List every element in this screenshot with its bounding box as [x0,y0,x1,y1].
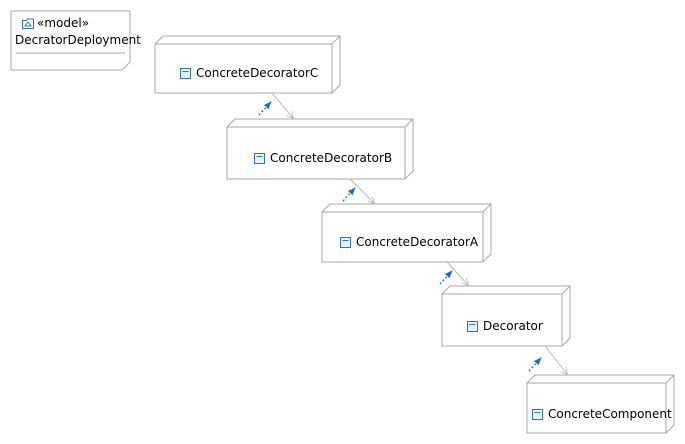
dependency-decorator-component[interactable] [528,357,542,372]
connector-c-to-b[interactable] [271,92,293,118]
node-concrete-component[interactable] [526,374,675,434]
dependency-markers [258,101,542,372]
artifact-icon [467,320,478,332]
node-concrete-decorator-c[interactable] [154,35,341,94]
node-concrete-decorator-b[interactable] [226,118,414,180]
node-label-concrete-decorator-a: ConcreteDecoratorA [340,235,478,249]
model-frame[interactable] [10,10,131,71]
node-concrete-decorator-a[interactable] [321,203,492,263]
model-stereotype: «model» [37,16,90,30]
artifact-icon [532,408,543,420]
model-package-icon [22,18,34,32]
model-name: DecratorDeployment [15,33,141,47]
node-label-decorator: Decorator [467,319,543,333]
node-label-concrete-component: ConcreteComponent [532,407,672,421]
artifact-icon [180,67,191,79]
model-header: «model» [22,16,90,30]
artifact-icon [340,236,351,248]
connectors [271,92,567,374]
connector-b-to-a[interactable] [349,178,374,203]
connector-a-to-decorator[interactable] [446,261,468,285]
artifact-icon [254,152,265,164]
connector-decorator-to-component[interactable] [544,345,567,374]
dependency-c-b[interactable] [258,101,272,116]
dependency-a-decorator[interactable] [439,270,453,285]
node-decorator[interactable] [441,285,571,347]
dependency-b-a[interactable] [342,187,356,202]
node-label-concrete-decorator-b: ConcreteDecoratorB [254,151,392,165]
node-label-concrete-decorator-c: ConcreteDecoratorC [180,66,318,80]
